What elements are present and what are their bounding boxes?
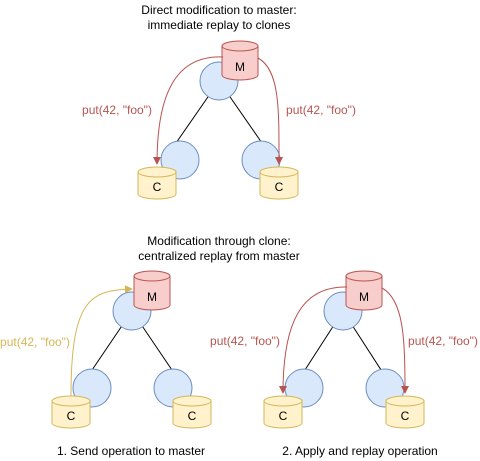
caption-mid-line1: Modification through clone:	[147, 234, 290, 248]
edge-label-top-right: put(42, "foo")	[286, 103, 356, 117]
edge-label-top-left: put(42, "foo")	[82, 103, 152, 117]
clone-cylinder: C	[385, 395, 425, 429]
master-cylinder: M	[133, 270, 171, 311]
edge-label-br-right: put(42, "foo")	[408, 334, 478, 348]
clone-cylinder: C	[137, 166, 177, 200]
diagram-bottom-left: C C M put(42, "foo")	[0, 270, 212, 429]
caption-mid-line2: centralized replay from master	[138, 249, 299, 263]
master-cylinder: M	[221, 40, 259, 81]
master-label: M	[147, 290, 157, 304]
send-arrow	[70, 285, 133, 397]
master-label: M	[359, 290, 369, 304]
caption-bottom-right: 2. Apply and replay operation	[282, 444, 437, 458]
clone-label: C	[401, 409, 410, 423]
clone-label: C	[188, 409, 197, 423]
caption-top-line2: immediate replay to clones	[148, 18, 291, 32]
diagram-top: C C M put(42, "foo") put(42, "foo")	[82, 40, 356, 200]
replay-arrow-left	[153, 56, 224, 165]
clone-label: C	[279, 409, 288, 423]
caption-top-line1: Direct modification to master:	[141, 3, 296, 17]
clone-cylinder: C	[172, 395, 212, 429]
clone-cylinder: C	[263, 395, 303, 429]
diagram-bottom-right: C C M put(42, "foo") put(42, "foo")	[210, 270, 478, 429]
replay-arrow-right	[257, 57, 284, 165]
clone-label: C	[275, 180, 284, 194]
caption-bottom-left: 1. Send operation to master	[57, 444, 205, 458]
master-cylinder: M	[345, 270, 383, 311]
master-label: M	[235, 60, 245, 74]
edge-label-br-left: put(42, "foo")	[210, 334, 280, 348]
clone-cylinder: C	[259, 166, 299, 200]
clone-label: C	[153, 180, 162, 194]
edge-label-bl-left: put(42, "foo")	[0, 335, 70, 349]
clone-cylinder: C	[51, 395, 91, 429]
clone-label: C	[67, 409, 76, 423]
replay-arrow-right	[381, 287, 409, 394]
replay-arrow-left	[279, 286, 348, 394]
